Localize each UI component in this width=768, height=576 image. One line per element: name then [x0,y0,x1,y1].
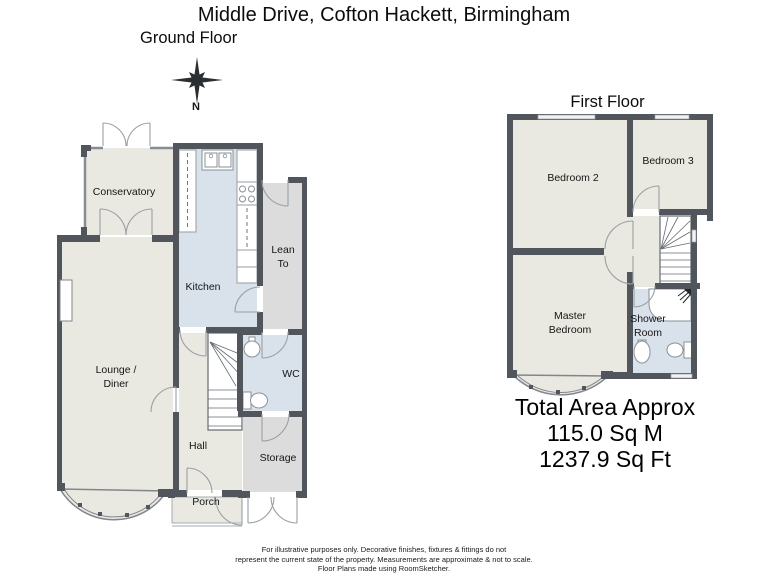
total-area-sqm: 115.0 Sq M [547,420,663,446]
kitchen-counter-left [178,149,197,233]
room-label-master-line2: Bedroom [548,323,592,336]
room-label-leanto-line1: Lean [271,244,295,256]
compass-rose [171,57,223,104]
lean-to-room [263,183,302,329]
room-label-lounge-line2: Diner [103,377,129,390]
first-floor-walls [507,114,713,379]
room-label-lounge-line1: Lounge / [95,364,137,376]
compass-star [171,57,223,104]
kitchen-counter-right [236,149,258,284]
disclaimer-line1: For illustrative purposes only. Decorati… [261,545,507,554]
wc-toilet-icon [242,391,268,410]
shower-sink-icon [633,339,651,364]
disclaimer-line2: represent the current state of the prope… [235,554,533,564]
total-area-title: Total Area Approx [514,394,696,420]
ground-floor-label: Ground Floor [140,29,238,47]
kitchen-sink-unit [201,149,234,171]
porch-room [171,496,243,527]
first-floor-windows [537,114,697,379]
hob-icon [239,185,255,203]
room-label-hall: Hall [188,440,208,452]
compass-north-label: N [192,101,200,113]
room-label-porch: Porch [192,496,220,508]
conservatory-room [84,148,173,235]
room-label-bedroom2: Bedroom 2 [547,172,599,184]
first-floor-plan [507,114,713,396]
staircase-ground [207,332,243,431]
room-label-storage: Storage [259,452,297,464]
total-area-block: Total Area Approx 115.0 Sq M 1237.9 Sq F… [470,394,740,472]
disclaimer: For illustrative purposes only. Decorati… [134,545,634,574]
room-label-shower-line2: Room [633,326,662,339]
total-area-sqft: 1237.9 Sq Ft [539,446,671,472]
bay-window [58,488,169,521]
ground-floor-walls [57,143,307,498]
first-floor-doors [604,185,660,308]
shower-toilet-icon [666,341,693,359]
first-floor-label: First Floor [570,93,645,111]
page-title: Middle Drive, Cofton Hackett, Birmingham [197,4,571,26]
room-label-shower-line1: Shower [630,313,666,325]
staircase-first [659,215,692,288]
room-label-kitchen: Kitchen [185,281,221,293]
wc-sink-icon [243,336,261,358]
room-label-master-line1: Master [553,310,587,322]
lounge-window [59,279,73,322]
shower-head-icon [677,289,691,304]
bay-window [511,374,610,396]
room-label-bedroom3: Bedroom 3 [642,155,694,167]
ground-floor-plan [57,122,307,527]
disclaimer-line3: Floor Plans made using RoomSketcher. [317,564,451,573]
room-label-leanto-line2: To [277,257,289,270]
room-label-conservatory: Conservatory [92,186,156,198]
storage-room [243,417,302,492]
shower-tray [648,288,692,322]
master-bedroom-room [511,255,627,396]
ground-floor-doors [99,122,298,526]
room-label-wc: WC [282,368,300,380]
lounge-diner-room [58,237,173,521]
bedroom3-room [633,120,707,209]
